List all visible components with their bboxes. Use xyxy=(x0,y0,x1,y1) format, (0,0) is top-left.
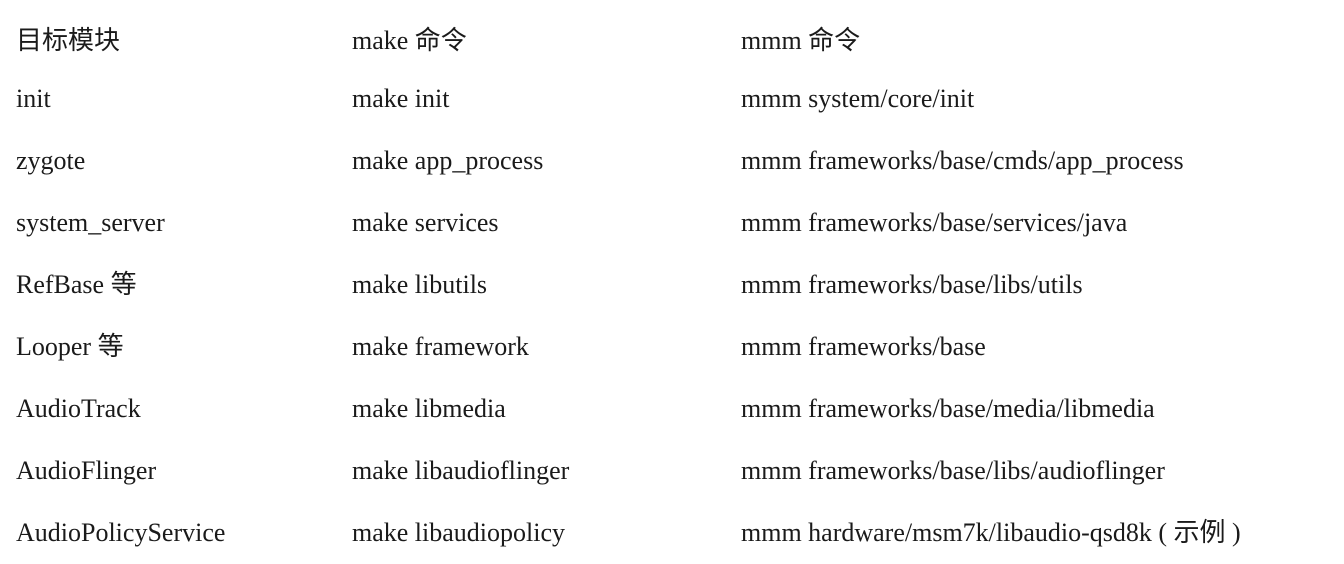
table-row: init make init mmm system/core/init xyxy=(16,68,1336,130)
mmm-command-cell: mmm frameworks/base/services/java xyxy=(741,208,1128,237)
module-cell: AudioFlinger xyxy=(16,456,157,485)
table-row: RefBase 等 make libutils mmm frameworks/b… xyxy=(16,254,1336,316)
mmm-command-cell: mmm frameworks/base xyxy=(741,332,986,361)
module-build-command-table: 目标模块 make 命令 mmm 命令 init make init mmm s… xyxy=(16,14,1336,564)
header-target-module: 目标模块 xyxy=(16,26,121,55)
table-row: AudioFlinger make libaudioflinger mmm fr… xyxy=(16,440,1336,502)
mmm-command-cell: mmm frameworks/base/libs/utils xyxy=(741,270,1083,299)
module-cell: AudioPolicyService xyxy=(16,518,226,547)
header-make-command: make 命令 xyxy=(352,26,467,55)
table-row: AudioPolicyService make libaudiopolicy m… xyxy=(16,502,1336,564)
module-cell: system_server xyxy=(16,208,165,237)
module-cell: init xyxy=(16,84,51,113)
module-cell: RefBase 等 xyxy=(16,270,137,299)
module-cell: AudioTrack xyxy=(16,394,141,423)
make-command-cell: make libutils xyxy=(352,270,488,299)
header-mmm-command: mmm 命令 xyxy=(741,26,861,55)
make-command-cell: make libaudioflinger xyxy=(352,456,570,485)
table-row: system_server make services mmm framewor… xyxy=(16,192,1336,254)
make-command-cell: make app_process xyxy=(352,146,544,175)
table-row: Looper 等 make framework mmm frameworks/b… xyxy=(16,316,1336,378)
module-cell: zygote xyxy=(16,146,86,175)
module-cell: Looper 等 xyxy=(16,332,124,361)
table-row: zygote make app_process mmm frameworks/b… xyxy=(16,130,1336,192)
make-command-cell: make services xyxy=(352,208,499,237)
make-command-cell: make init xyxy=(352,84,450,113)
table-row: AudioTrack make libmedia mmm frameworks/… xyxy=(16,378,1336,440)
mmm-command-cell: mmm hardware/msm7k/libaudio-qsd8k ( 示例 ) xyxy=(741,518,1241,547)
mmm-command-cell: mmm frameworks/base/cmds/app_process xyxy=(741,146,1184,175)
make-command-cell: make libaudiopolicy xyxy=(352,518,566,547)
table-header-row: 目标模块 make 命令 mmm 命令 xyxy=(16,14,1336,68)
mmm-command-cell: mmm frameworks/base/media/libmedia xyxy=(741,394,1155,423)
mmm-command-cell: mmm frameworks/base/libs/audioflinger xyxy=(741,456,1165,485)
make-command-cell: make framework xyxy=(352,332,529,361)
make-command-cell: make libmedia xyxy=(352,394,506,423)
mmm-command-cell: mmm system/core/init xyxy=(741,84,975,113)
